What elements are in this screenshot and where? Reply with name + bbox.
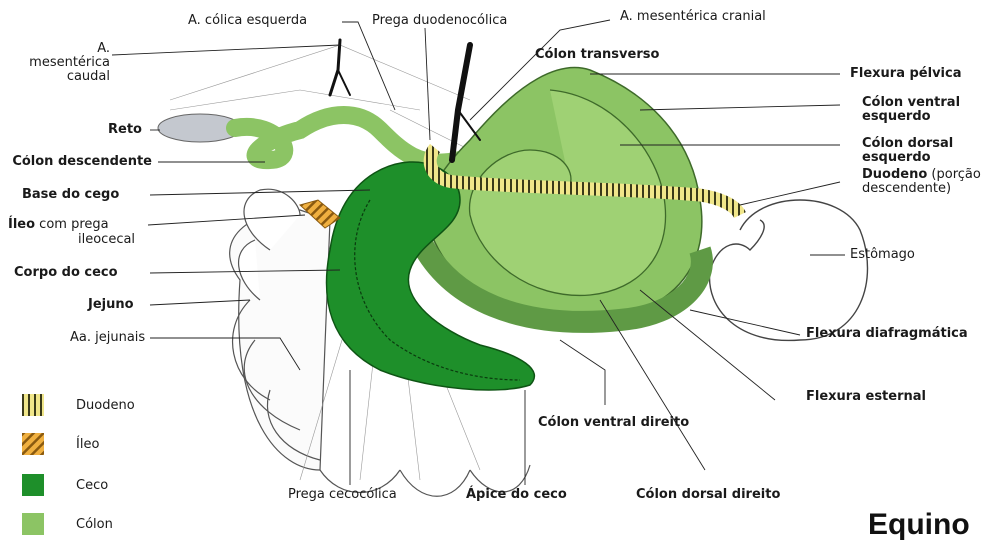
label-aa-jejunais: Aa. jejunais (70, 331, 145, 345)
label-ileo-prega: Íleo com prega (8, 218, 109, 232)
label-apice-do-ceco: Ápice do ceco (466, 488, 567, 502)
label-colon-dorsal-direito: Cólon dorsal direito (636, 488, 780, 502)
label-a-mesenterica-cranial: A. mesentérica cranial (620, 10, 766, 24)
label-colon-dorsal-esquerdo: Cólon dorsal esquerdo (862, 137, 953, 165)
legend-label: Ceco (76, 478, 108, 493)
ileo-swatch-icon (22, 433, 44, 455)
label-jejuno: Jejuno (88, 298, 134, 312)
duodeno-swatch-icon (22, 394, 44, 416)
legend-item-duodeno: Duodeno (22, 394, 162, 418)
label-colon-descendente: Cólon descendente (0, 155, 152, 169)
legend-label: Cólon (76, 517, 113, 532)
label-estomago: Estômago (850, 248, 915, 262)
legend-label: Duodeno (76, 398, 135, 413)
label-colon-transverso: Cólon transverso (535, 48, 659, 62)
label-a-mesenterica-caudal: A. mesentérica caudal (20, 42, 110, 84)
label-porcao: (porção (927, 167, 981, 182)
label-a-colica-esquerda: A. cólica esquerda (188, 14, 307, 28)
label-colon-ventral-esquerdo: Cólon ventral esquerdo (862, 96, 960, 124)
label-flexura-esternal: Flexura esternal (806, 390, 926, 404)
label-ileocecal: ileocecal (78, 233, 135, 247)
label-prega-cecocolica: Prega cecocólica (288, 488, 397, 502)
colon-swatch-icon (22, 513, 44, 535)
label-duodeno: Duodeno (862, 167, 927, 182)
label-colon-ventral-direito: Cólon ventral direito (538, 416, 689, 430)
legend-label: Íleo (76, 437, 99, 452)
legend-item-ileo: Íleo (22, 433, 162, 457)
label-prega-duodenocolica: Prega duodenocólica (372, 14, 507, 28)
label-corpo-do-ceco: Corpo do ceco (14, 266, 118, 280)
label-com-prega: com prega (35, 217, 109, 232)
label-base-do-cego: Base do cego (22, 188, 119, 202)
label-ileo: Íleo (8, 217, 35, 232)
label-descendente: descendente) (862, 182, 951, 196)
legend-item-ceco: Ceco (22, 474, 162, 498)
label-reto: Reto (108, 123, 142, 137)
label-flexura-pelvica: Flexura pélvica (850, 67, 962, 81)
species-title: Equino (868, 508, 970, 542)
label-flexura-diafragmatica: Flexura diafragmática (806, 327, 968, 341)
ceco-swatch-icon (22, 474, 44, 496)
legend-item-colon: Cólon (22, 513, 162, 537)
label-duodeno-porcao: Duodeno (porção (862, 168, 981, 182)
